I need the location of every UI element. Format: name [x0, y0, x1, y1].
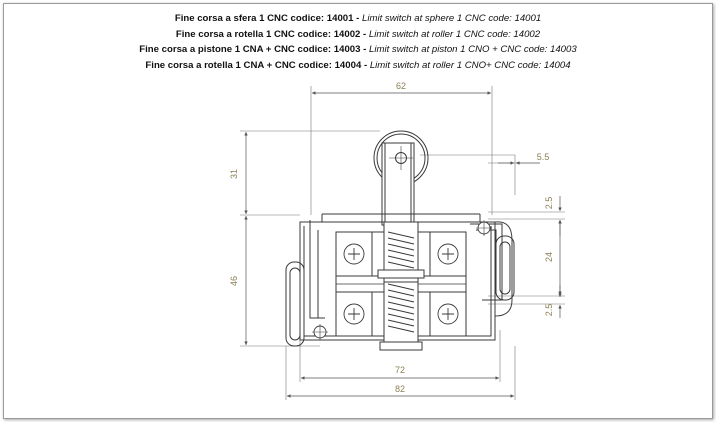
- caption-separator: -: [360, 28, 369, 40]
- dim-inner-width: 72: [395, 365, 405, 375]
- caption-english: Limit switch at roller 1 CNC code: 14002: [368, 28, 541, 40]
- drawing-frame: [3, 3, 713, 419]
- dim-outer-width: 82: [395, 384, 405, 394]
- right-mounting-tab: [495, 235, 515, 301]
- caption-italian: Fine corsa a rotella 1 CNC codice: 14002: [175, 28, 361, 40]
- caption-block: Fine corsa a sfera 1 CNC codice: 14001 -…: [0, 11, 716, 73]
- dim-offset: 5.5: [537, 152, 550, 162]
- dim-contact-span: 24: [544, 252, 554, 262]
- dim-body-height: 46: [229, 276, 239, 286]
- caption-separator: -: [361, 59, 370, 71]
- caption-italian: Fine corsa a sfera 1 CNC codice: 14001: [174, 13, 354, 24]
- caption-separator: -: [353, 13, 362, 24]
- extension-lines: [240, 86, 565, 400]
- dim-top-width: 62: [396, 81, 406, 91]
- dimension-lines: [244, 91, 562, 398]
- dim-gap-bottom: 2.5: [544, 304, 554, 317]
- caption-line-4: Fine corsa a rotella 1 CNA + CNC codice:…: [0, 58, 716, 74]
- terminal-screws: [312, 220, 492, 340]
- caption-line-3: Fine corsa a pistone 1 CNA + CNC codice:…: [0, 42, 716, 58]
- caption-line-2: Fine corsa a rotella 1 CNC codice: 14002…: [0, 27, 716, 43]
- caption-english: Limit switch at piston 1 CNO + CNC code:…: [369, 44, 577, 56]
- caption-separator: -: [360, 44, 369, 56]
- dim-roller-height: 31: [229, 169, 239, 179]
- caption-italian: Fine corsa a pistone 1 CNA + CNC codice:…: [139, 44, 361, 56]
- dim-gap-top: 2.5: [544, 197, 554, 210]
- roller-assembly: [373, 130, 429, 226]
- caption-line-1: Fine corsa a sfera 1 CNC codice: 14001 -…: [0, 11, 716, 27]
- caption-english: Limit switch at sphere 1 CNC code: 14001: [362, 13, 542, 24]
- plunger-arm: [381, 142, 415, 226]
- spring-plunger: [377, 221, 425, 351]
- caption-english: Limit switch at roller 1 CNO+ CNC code: …: [369, 59, 571, 71]
- caption-italian: Fine corsa a rotella 1 CNA + CNC codice:…: [145, 59, 362, 71]
- left-mounting-tab: [285, 261, 305, 347]
- contact-terminal: [335, 231, 373, 277]
